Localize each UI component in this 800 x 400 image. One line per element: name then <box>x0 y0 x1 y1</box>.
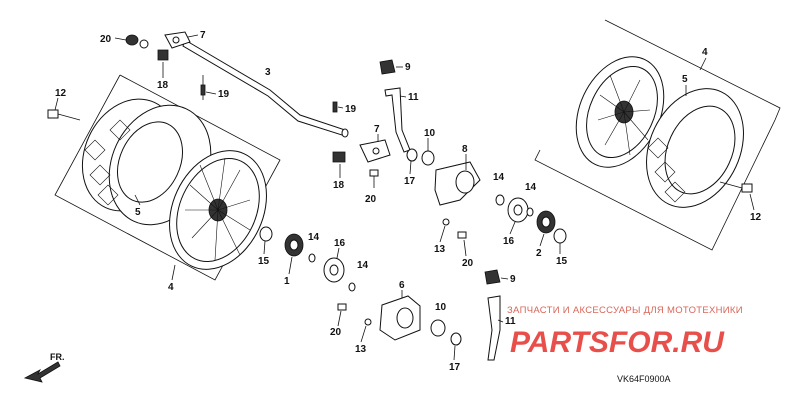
callout-14-d: 14 <box>357 260 369 271</box>
callout-14-a: 14 <box>493 172 505 183</box>
callout-4-right: 4 <box>702 47 708 58</box>
callout-9-top: 9 <box>405 62 411 73</box>
callout-19-top: 19 <box>218 89 230 100</box>
callout-5-left: 5 <box>135 207 141 218</box>
watermark-subtitle: ЗАПЧАСТИ И АКСЕССУАРЫ ДЛЯ МОТОТЕХНИКИ <box>507 305 743 316</box>
callout-13-bottom: 13 <box>355 344 367 355</box>
callout-15-right: 15 <box>556 256 568 267</box>
callout-10-top: 10 <box>424 128 436 139</box>
callout-15-left: 15 <box>258 256 270 267</box>
callout-8: 8 <box>462 144 468 155</box>
left-gear-row: 15 1 14 16 14 <box>258 226 369 292</box>
right-gear-row: 14 16 14 2 15 <box>493 172 568 267</box>
left-wheel-group: 12 5 4 <box>47 74 281 293</box>
callout-17-bottom: 17 <box>449 362 461 373</box>
callout-16-left: 16 <box>334 238 346 249</box>
watermark-title: PARTSFOR.RU <box>510 326 725 359</box>
callout-18-top: 18 <box>157 80 169 91</box>
callout-17-top: 17 <box>404 176 416 187</box>
callout-12-left: 12 <box>55 88 67 99</box>
callout-12-right: 12 <box>750 212 762 223</box>
arrow-icon <box>23 361 61 383</box>
top-left-parts: 20 7 18 19 <box>100 30 230 100</box>
callout-9-bottom: 9 <box>510 274 516 285</box>
right-rim <box>575 56 665 168</box>
callout-3: 3 <box>265 67 271 78</box>
callout-10-bottom: 10 <box>435 302 447 313</box>
left-rim <box>169 150 267 270</box>
callout-4-left: 4 <box>168 282 174 293</box>
front-arrow: FR. <box>23 352 65 383</box>
callout-20-bottom: 20 <box>330 327 342 338</box>
callout-19-center: 19 <box>345 104 357 115</box>
diagram-code: VK64F0900A <box>617 374 671 384</box>
callout-20-top: 20 <box>100 34 112 45</box>
callout-18-center: 18 <box>333 180 345 191</box>
center-upper-parts: 19 7 18 20 <box>332 101 391 205</box>
callout-20-center: 20 <box>365 194 377 205</box>
callout-1: 1 <box>284 276 290 287</box>
callout-2: 2 <box>536 248 542 259</box>
axle-shaft: 3 <box>182 39 349 138</box>
callout-11-top: 11 <box>408 92 419 103</box>
lower-bracket: 6 9 11 10 17 20 13 <box>330 269 516 373</box>
callout-7-top: 7 <box>200 30 206 41</box>
front-label: FR. <box>50 352 65 362</box>
callout-7-center: 7 <box>374 124 380 135</box>
right-tire <box>646 88 744 208</box>
callout-6: 6 <box>399 280 405 291</box>
callout-13-top: 13 <box>434 244 446 255</box>
callout-5-right: 5 <box>682 74 688 85</box>
callout-16-right: 16 <box>503 236 515 247</box>
right-wheel-group: 4 5 12 <box>534 19 781 251</box>
bolt-12-left <box>47 109 81 121</box>
watermark: ЗАПЧАСТИ И АКСЕССУАРЫ ДЛЯ МОТОТЕХНИКИ PA… <box>507 305 743 359</box>
bolt-12-right <box>719 181 753 193</box>
callout-11-bottom: 11 <box>505 316 516 327</box>
callout-20-right: 20 <box>462 258 474 269</box>
callout-14-b: 14 <box>525 182 537 193</box>
upper-center-bracket: 9 11 10 17 8 13 20 <box>379 59 481 269</box>
callout-14-c: 14 <box>308 232 320 243</box>
